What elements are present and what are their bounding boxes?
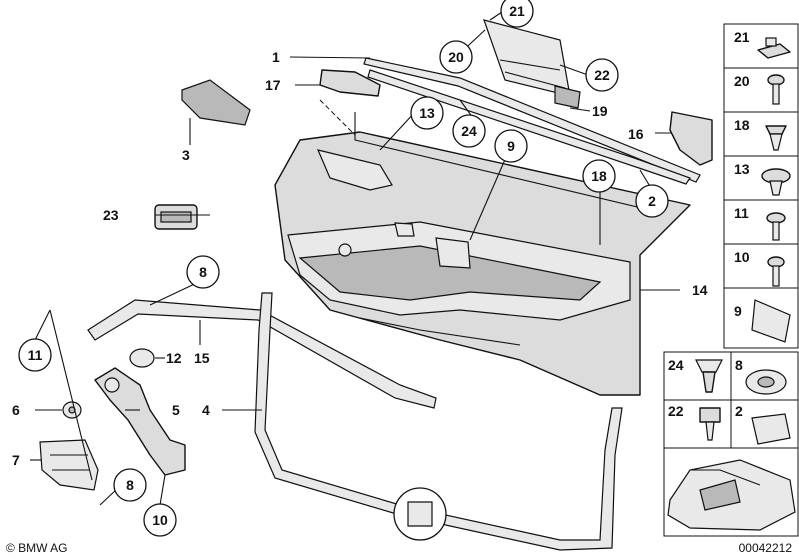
callout-circle-2 (635, 184, 669, 218)
sidebar-label-10: 10 (734, 249, 750, 265)
seal-clip-detail (393, 487, 447, 541)
bracket-7 (39, 439, 99, 491)
window-seal-strip (367, 69, 691, 185)
door-seal-4 (254, 292, 623, 551)
callout-8a: 8 (199, 264, 207, 280)
callout-8b: 8 (126, 477, 134, 493)
cap-12 (129, 348, 155, 368)
callout-circle-18 (582, 159, 616, 193)
sidebar-label-20: 20 (734, 73, 750, 89)
callout-circle-11 (18, 338, 52, 372)
callout-6: 6 (12, 402, 20, 418)
screw-22-icon (699, 407, 721, 441)
expanding-rivet-13-icon (761, 168, 791, 196)
sidebar-label-22: 22 (668, 403, 684, 419)
screw-11-icon (766, 212, 786, 241)
screw-10-icon (767, 256, 785, 287)
callout-22: 22 (594, 67, 610, 83)
sidebar-label-2: 2 (735, 403, 743, 419)
callout-circle-9 (494, 129, 528, 163)
callout-12: 12 (166, 350, 182, 366)
callout-circle-13 (410, 96, 444, 130)
push-clip-18-icon (765, 125, 787, 151)
sidebar-label-24: 24 (668, 357, 684, 373)
callout-4: 4 (202, 402, 210, 418)
callout-11: 11 (28, 347, 43, 363)
callout-9: 9 (507, 138, 515, 154)
screw-20-icon (767, 74, 785, 105)
mirror-bracket-21 (483, 19, 581, 109)
sidebar-label-21: 21 (734, 29, 750, 45)
callout-circle-8a (186, 255, 220, 289)
copyright-label: © BMW AG (6, 541, 68, 555)
callout-7: 7 (12, 452, 20, 468)
callout-circle-24 (452, 114, 486, 148)
door-handle-5 (94, 367, 186, 476)
callout-21: 21 (509, 3, 525, 19)
callout-labels: 1 17 3 23 13 24 9 20 21 22 19 16 2 18 14… (12, 0, 708, 537)
callout-19: 19 (592, 103, 608, 119)
sidebar-label-11: 11 (734, 205, 749, 221)
sidebar-label-9: 9 (734, 303, 742, 319)
sidebar-label-13: 13 (734, 161, 750, 177)
clip-nut-9-icon (751, 299, 791, 343)
callout-circle-20 (439, 40, 473, 74)
door-trim-panel (274, 112, 691, 396)
callout-20: 20 (448, 49, 464, 65)
grommet-8-icon (745, 369, 787, 395)
callout-circle-10 (143, 503, 177, 537)
callout-13: 13 (419, 105, 435, 121)
callout-3: 3 (182, 147, 190, 163)
callout-15: 15 (194, 350, 210, 366)
switch-23 (154, 204, 198, 230)
callout-14: 14 (692, 282, 708, 298)
callout-10: 10 (152, 512, 168, 528)
diagram-id-label: 00042212 (739, 541, 793, 555)
callout-circle-22 (585, 58, 619, 92)
sidebar-label-18: 18 (734, 117, 750, 133)
rivet-24-icon (695, 359, 723, 393)
callout-23: 23 (103, 207, 119, 223)
speaker-cover-3 (181, 79, 251, 126)
washer-6 (62, 401, 82, 419)
callout-2: 2 (648, 193, 656, 209)
callout-16: 16 (628, 126, 644, 142)
callout-24: 24 (461, 123, 477, 139)
parts-sidebar: 21 20 18 13 11 10 9 24 8 22 2 (663, 23, 799, 537)
clip-21-icon (757, 37, 791, 59)
callout-18: 18 (591, 168, 607, 184)
bracket-16 (669, 111, 713, 166)
sidebar-label-8: 8 (735, 357, 743, 373)
callout-17: 17 (265, 77, 281, 93)
clip-2-icon (751, 413, 791, 445)
callout-1: 1 (272, 49, 280, 65)
callout-5: 5 (172, 402, 180, 418)
callout-circle-8b (113, 468, 147, 502)
vehicle-location-icon (667, 459, 796, 531)
callout-circle-21 (500, 0, 534, 28)
